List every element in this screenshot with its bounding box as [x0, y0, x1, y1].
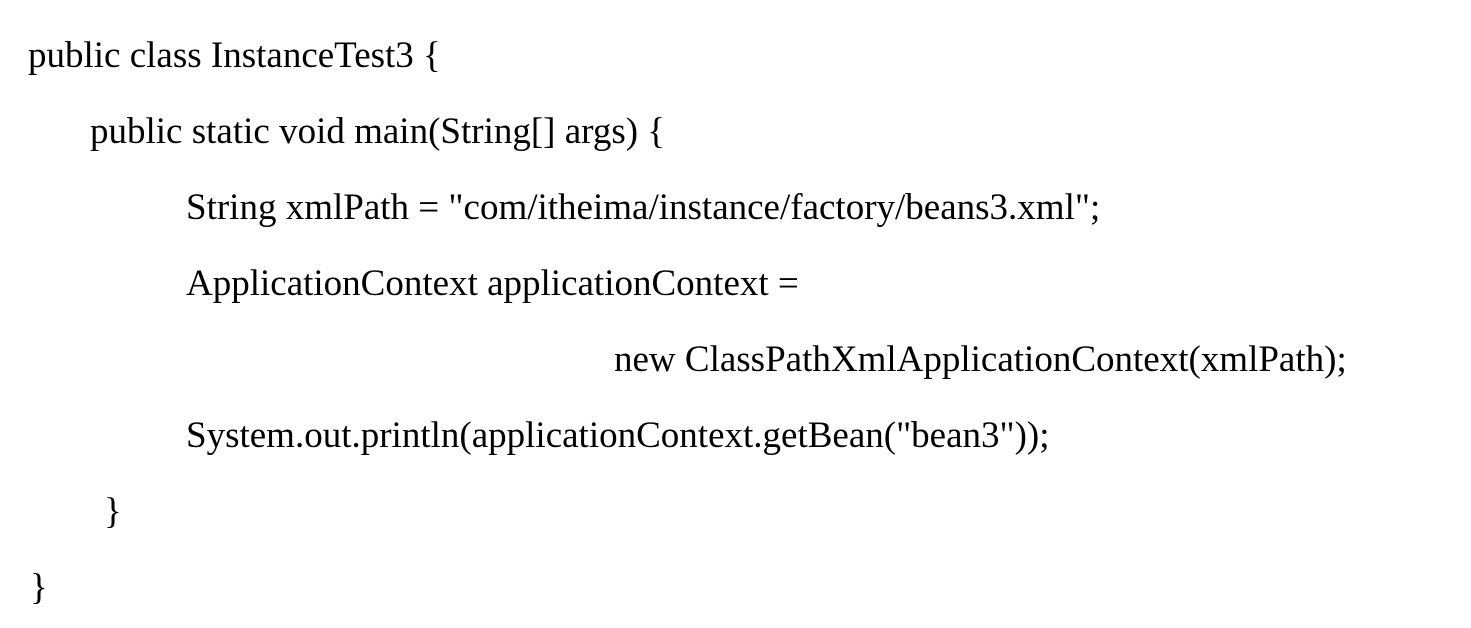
code-line-method-close-brace: }: [104, 491, 122, 532]
code-line-xml-path: String xmlPath = "com/itheima/instance/f…: [186, 187, 1101, 228]
code-line-new-context: new ClassPathXmlApplicationContext(xmlPa…: [614, 339, 1347, 380]
code-line-class-close-brace: }: [30, 567, 48, 608]
code-line-main-method: public static void main(String[] args) {: [90, 111, 666, 152]
code-line-application-context: ApplicationContext applicationContext =: [186, 263, 799, 304]
code-line-class-declaration: public class InstanceTest3 {: [28, 35, 441, 76]
code-line-println: System.out.println(applicationContext.ge…: [186, 415, 1050, 456]
